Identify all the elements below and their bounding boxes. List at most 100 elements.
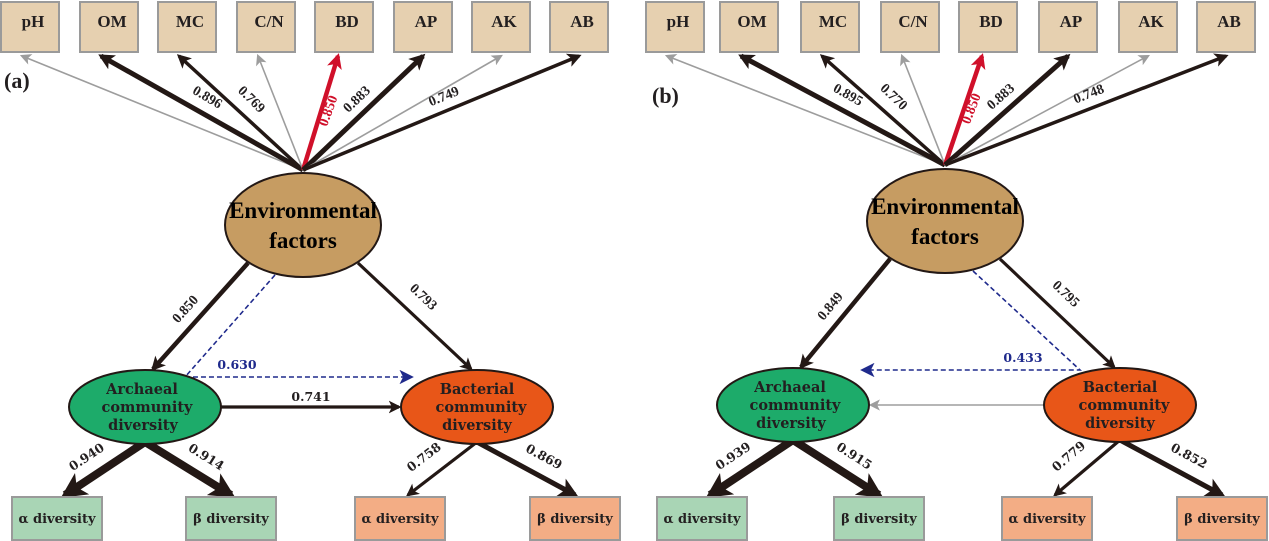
bacterial-diversity-node	[1043, 367, 1197, 443]
diversity-label: β diversity	[537, 512, 613, 527]
indicator-label: pH	[667, 12, 690, 31]
bacterial-outcome-arrow	[405, 440, 478, 497]
archaeal-outcome-arrow	[790, 436, 884, 499]
indicator-label: BD	[335, 12, 359, 31]
panel-label: (a)	[4, 68, 30, 93]
archaeal-label: Archaeal	[753, 379, 826, 396]
bacterial-outcome-arrow	[475, 439, 579, 498]
archaeal-outcome-arrow	[705, 436, 796, 499]
indicator-box-ab	[1196, 1, 1256, 53]
loading-value: 0.883	[984, 81, 1018, 113]
archaeal-outcome-arrow	[142, 438, 236, 499]
loading-arrow-om	[98, 53, 305, 173]
loading-value: 0.850	[959, 91, 985, 126]
archaeal-diversity-node	[716, 367, 870, 443]
path-coefficient: 0.795	[1049, 278, 1082, 311]
indicator-box-om	[79, 1, 139, 53]
bacterial-alpha-diversity-box	[1001, 496, 1093, 541]
indicator-label: AK	[1138, 12, 1164, 31]
diversity-label: β diversity	[1184, 512, 1260, 527]
bacterial-outcome-arrow	[1118, 437, 1226, 498]
environmental-factors-label: Environmental	[229, 198, 377, 223]
indicator-label: AB	[570, 12, 594, 31]
archaeal-label: community	[102, 399, 193, 416]
loading-arrow-ph	[19, 54, 304, 171]
indicator-box-ph	[645, 1, 705, 53]
bacterial-label: diversity	[442, 417, 512, 434]
path-env-to-bacterial	[356, 261, 473, 371]
environmental-factors-label: factors	[269, 228, 337, 253]
archaeal-label: diversity	[756, 415, 826, 432]
indicator-label: AK	[491, 12, 517, 31]
archaeal-alpha-diversity-box	[656, 496, 748, 541]
indicator-label: C/N	[898, 12, 928, 31]
loading-arrow-ap	[301, 53, 426, 172]
loading-arrow-bd	[300, 53, 342, 171]
diversity-label: α diversity	[1008, 512, 1085, 527]
loading-arrow-mc	[819, 54, 947, 167]
loading-arrow-bd	[942, 53, 986, 166]
loading-arrow-ap	[943, 53, 1071, 167]
loading-arrow-mc	[176, 54, 305, 172]
loading-arrow-om	[738, 53, 947, 168]
loading-arrow-ab	[944, 53, 1229, 167]
indirect-coefficient: 0.630	[217, 357, 256, 372]
loading-arrow-cn	[256, 53, 304, 171]
bacterial-label: Bacterial	[1083, 379, 1158, 396]
bacterial-label: community	[436, 399, 527, 416]
indicator-label: MC	[176, 12, 204, 31]
indicator-label: OM	[737, 12, 766, 31]
bacterial-outcome-arrow	[1053, 438, 1122, 497]
indicator-label: OM	[97, 12, 126, 31]
indicator-box-bd	[314, 1, 374, 53]
archaeal-label: community	[750, 397, 841, 414]
archaeal-label: Archaeal	[105, 381, 178, 398]
diversity-label: α diversity	[361, 512, 438, 527]
bacterial-label: community	[1079, 397, 1170, 414]
path-env-to-archaeal	[151, 261, 250, 372]
archaeal-alpha-diversity-box	[11, 496, 103, 541]
bacterial-diversity-node	[400, 369, 554, 445]
diversity-label: α diversity	[18, 512, 95, 527]
diversity-label: β diversity	[841, 512, 917, 527]
indicator-label: C/N	[254, 12, 284, 31]
indirect-coefficient: 0.433	[1003, 350, 1042, 365]
diversity-label: α diversity	[663, 512, 740, 527]
bacterial-alpha-diversity-box	[354, 496, 446, 541]
environmental-factors-label: factors	[911, 224, 979, 249]
indicator-label: AB	[1217, 12, 1241, 31]
loading-value: 0.883	[341, 84, 374, 117]
indicator-box-cn	[236, 1, 296, 53]
archaeal-outcome-arrow	[60, 438, 148, 499]
archaeal-beta-diversity-box	[833, 496, 925, 541]
indicator-box-cn	[880, 1, 940, 53]
path-env-to-bacterial	[998, 257, 1116, 369]
path-env-to-archaeal	[799, 257, 892, 370]
bacterial-label: diversity	[1085, 415, 1155, 432]
indicator-box-ab	[549, 1, 609, 53]
path-coefficient: 0.793	[406, 281, 439, 313]
loading-arrow-ab	[302, 53, 582, 172]
archaeal-beta-diversity-box	[185, 496, 277, 541]
indicator-box-ap	[393, 1, 453, 53]
loading-arrow-ak	[302, 54, 503, 171]
indicator-label: AP	[1060, 12, 1083, 31]
indicator-box-mc	[157, 1, 217, 53]
environmental-factors-node	[866, 168, 1024, 274]
loading-arrow-ak	[944, 54, 1150, 166]
bacterial-beta-diversity-box	[1176, 496, 1268, 541]
diversity-label: β diversity	[193, 512, 269, 527]
indirect-path	[860, 270, 1083, 378]
indicator-label: MC	[819, 12, 847, 31]
loading-arrow-ph	[664, 54, 946, 166]
outcome-loading: 0.758	[404, 439, 444, 475]
archaeal-diversity-node	[68, 369, 222, 445]
indicator-label: BD	[979, 12, 1003, 31]
archaeal-label: diversity	[108, 417, 178, 434]
indicator-box-ak	[1118, 1, 1178, 53]
outcome-loading: 0.779	[1049, 438, 1089, 475]
panel-label: (b)	[652, 83, 679, 108]
indicator-box-om	[719, 1, 779, 53]
